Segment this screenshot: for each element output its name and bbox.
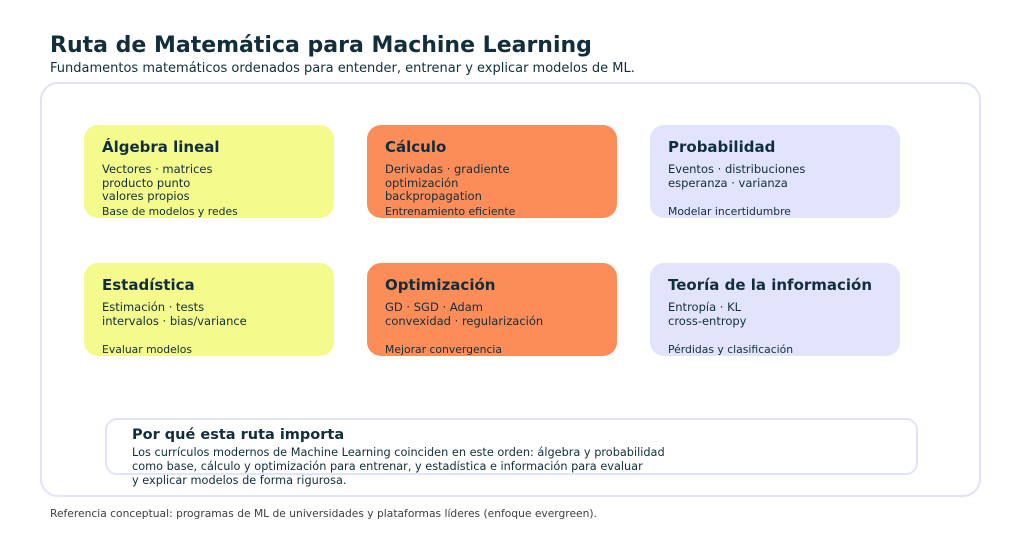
card-line: Entropía · KL bbox=[668, 300, 742, 314]
card-body: Eventos · distribuciones esperanza · var… bbox=[668, 162, 882, 204]
page-title: Ruta de Matemática para Machine Learning bbox=[50, 33, 592, 58]
card-line: intervalos · bias/variance bbox=[102, 313, 247, 328]
card-note: Pérdidas y clasificación bbox=[668, 343, 794, 356]
card-body: Estimación · tests intervalos · bias/var… bbox=[102, 300, 316, 342]
card-title: Optimización bbox=[385, 276, 496, 294]
card-line: convexidad · regularización bbox=[385, 313, 544, 328]
why-it-matters-title: Por qué esta ruta importa bbox=[132, 427, 345, 443]
card-note: Evaluar modelos bbox=[102, 343, 193, 356]
card-line: valores propios bbox=[102, 189, 190, 204]
card-title: Álgebra lineal bbox=[102, 138, 220, 156]
card-line: cross-entropy bbox=[668, 313, 747, 328]
why-it-matters-line: Los currículos modernos de Machine Learn… bbox=[132, 446, 665, 459]
card-optimizacion: Optimización GD · SGD · Adam convexidad … bbox=[367, 263, 617, 356]
card-teoria-informacion: Teoría de la información Entropía · KL c… bbox=[650, 263, 900, 356]
card-probabilidad: Probabilidad Eventos · distribuciones es… bbox=[650, 125, 900, 218]
card-note: Modelar incertidumbre bbox=[668, 205, 791, 218]
why-it-matters-line: y explicar modelos de forma rigurosa. bbox=[132, 473, 347, 487]
card-title: Cálculo bbox=[385, 138, 447, 156]
card-calculo: Cálculo Derivadas · gradiente optimizaci… bbox=[367, 125, 617, 218]
card-line: Derivadas · gradiente bbox=[385, 162, 510, 176]
card-note: Mejorar convergencia bbox=[385, 343, 503, 356]
card-note: Base de modelos y redes bbox=[102, 205, 238, 218]
reference-footnote: Referencia conceptual: programas de ML d… bbox=[50, 507, 597, 520]
card-line: optimización bbox=[385, 175, 459, 190]
card-title: Probabilidad bbox=[668, 138, 776, 156]
card-line: producto punto bbox=[102, 175, 191, 190]
card-estadistica: Estadística Estimación · tests intervalo… bbox=[84, 263, 334, 356]
card-line: backpropagation bbox=[385, 189, 482, 204]
card-body: Entropía · KL cross-entropy bbox=[668, 300, 882, 342]
why-it-matters-line: como base, cálculo y optimización para e… bbox=[132, 459, 643, 473]
why-it-matters-box: Por qué esta ruta importa Los currículos… bbox=[105, 418, 918, 487]
card-line: Eventos · distribuciones bbox=[668, 162, 806, 176]
card-title: Estadística bbox=[102, 276, 195, 294]
card-algebra-lineal: Álgebra lineal Vectores · matrices produ… bbox=[84, 125, 334, 218]
card-body: GD · SGD · Adam convexidad · regularizac… bbox=[385, 300, 599, 342]
card-title: Teoría de la información bbox=[668, 276, 873, 294]
card-line: GD · SGD · Adam bbox=[385, 300, 483, 314]
card-note: Entrenamiento eficiente bbox=[385, 205, 516, 218]
card-body: Vectores · matrices producto punto valor… bbox=[102, 162, 316, 204]
card-body: Derivadas · gradiente optimización backp… bbox=[385, 162, 599, 204]
card-line: Estimación · tests bbox=[102, 300, 205, 314]
page-subtitle: Fundamentos matemáticos ordenados para e… bbox=[50, 61, 635, 76]
card-line: esperanza · varianza bbox=[668, 175, 788, 190]
card-line: Vectores · matrices bbox=[102, 162, 213, 176]
